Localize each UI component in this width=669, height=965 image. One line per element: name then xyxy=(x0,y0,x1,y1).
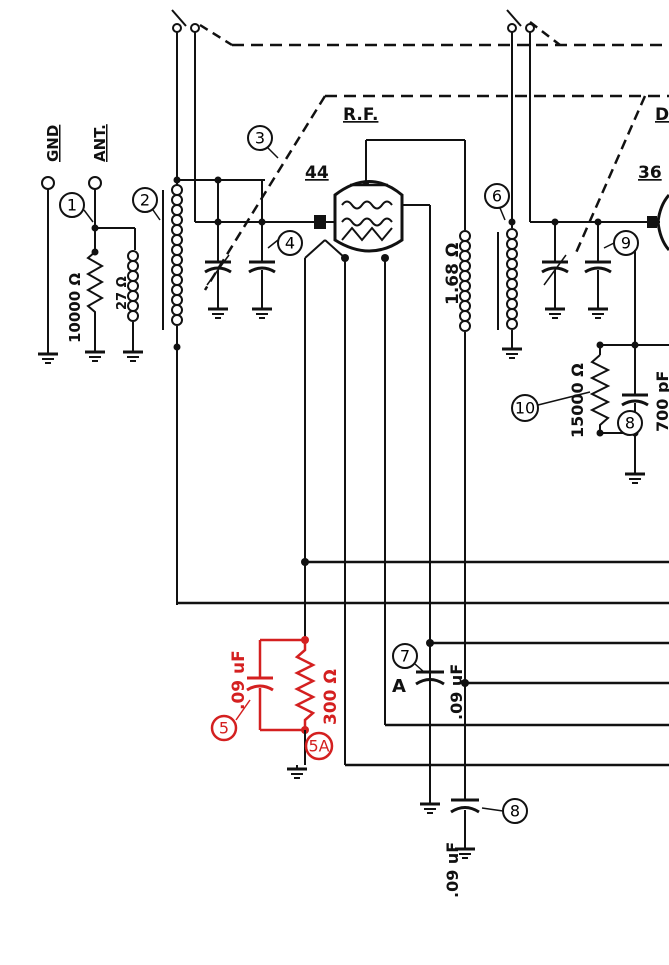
antenna-terminals xyxy=(41,176,136,350)
callout-6: 6 xyxy=(484,183,510,221)
callout-4: 4 xyxy=(267,230,303,256)
callout-8b: 8 xyxy=(481,798,528,824)
det-partial-label: D xyxy=(655,105,669,125)
tube-rf-label: 44 xyxy=(305,163,329,183)
svg-text:5: 5 xyxy=(219,719,229,738)
junction-dots-left xyxy=(91,176,266,351)
svg-text:10: 10 xyxy=(515,399,535,418)
r5a-value-label: 300 Ω xyxy=(321,669,341,725)
svg-text:9: 9 xyxy=(621,234,631,253)
callout-8a: 8 xyxy=(617,410,643,436)
ground-symbol-7 xyxy=(586,303,610,320)
rf-coil-secondary xyxy=(497,215,518,345)
svg-text:6: 6 xyxy=(492,187,502,206)
bus-lines xyxy=(177,560,669,767)
switch-right xyxy=(506,9,535,222)
callout-1: 1 xyxy=(59,192,94,223)
ground-symbol-gnd xyxy=(36,348,60,365)
c7-letter: A xyxy=(392,676,406,697)
resistor-10000 xyxy=(85,251,105,348)
ground-symbol-8 xyxy=(623,468,647,485)
ground-symbol-4 xyxy=(250,303,274,320)
tube-det-label: 36 xyxy=(638,163,662,183)
svg-text:3: 3 xyxy=(255,129,265,148)
c8-value-label: .09 uF xyxy=(443,842,462,898)
callout-5a: 5A xyxy=(304,731,334,761)
r-small-label: 27 Ω xyxy=(115,276,130,310)
rf-label: R.F. xyxy=(343,105,378,125)
tube-pins xyxy=(341,180,389,262)
ant-label: ANT. xyxy=(91,124,109,162)
svg-text:8: 8 xyxy=(625,414,635,433)
r-rf-coil-label: 1.68 Ω xyxy=(443,243,463,305)
detector-tube-36 xyxy=(647,193,669,252)
callout-7: 7 xyxy=(392,643,425,673)
rf-coil-primary xyxy=(459,140,471,800)
callout-2: 2 xyxy=(132,187,161,221)
ground-symbol-9 xyxy=(418,798,442,815)
callout-5: 5 xyxy=(210,699,251,742)
callout-10: 10 xyxy=(511,391,591,422)
bus-junctions xyxy=(301,558,469,687)
ground-symbol-2 xyxy=(121,346,145,363)
resistor-15000 xyxy=(589,345,649,470)
svg-text:2: 2 xyxy=(140,191,150,210)
ground-symbol-1 xyxy=(83,346,107,363)
svg-text:7: 7 xyxy=(400,647,410,666)
c-det-label: 700 pF xyxy=(653,371,669,432)
r-det-label: 15000 Ω xyxy=(568,363,587,438)
gnd-label: GND xyxy=(44,125,62,162)
callout-9: 9 xyxy=(603,230,639,256)
c7-value-label: .09 uF xyxy=(447,664,466,720)
callout-3: 3 xyxy=(247,125,279,159)
ganged-tuning-linkage xyxy=(199,21,669,291)
ground-symbol-3 xyxy=(206,303,230,320)
r-ant-label: 10000 Ω xyxy=(66,273,84,343)
rf-tube-44 xyxy=(304,139,465,800)
ground-symbol-11 xyxy=(285,763,309,780)
ground-symbol-5 xyxy=(500,343,524,360)
tuning-caps-right xyxy=(530,221,660,305)
capacitor-8 xyxy=(450,798,480,845)
svg-text:4: 4 xyxy=(285,234,295,253)
c5-value-label: .09 uF xyxy=(229,650,249,710)
junction-dots-right xyxy=(508,218,602,226)
bypass-network-highlight xyxy=(246,638,316,732)
svg-text:1: 1 xyxy=(67,196,77,215)
capacitor-7 xyxy=(415,670,445,686)
coil-27 xyxy=(127,240,139,348)
svg-text:8: 8 xyxy=(510,802,520,821)
svg-text:5A: 5A xyxy=(308,737,329,756)
ground-symbol-6 xyxy=(543,303,567,320)
switch-left xyxy=(171,9,200,222)
antenna-coil xyxy=(162,180,183,605)
